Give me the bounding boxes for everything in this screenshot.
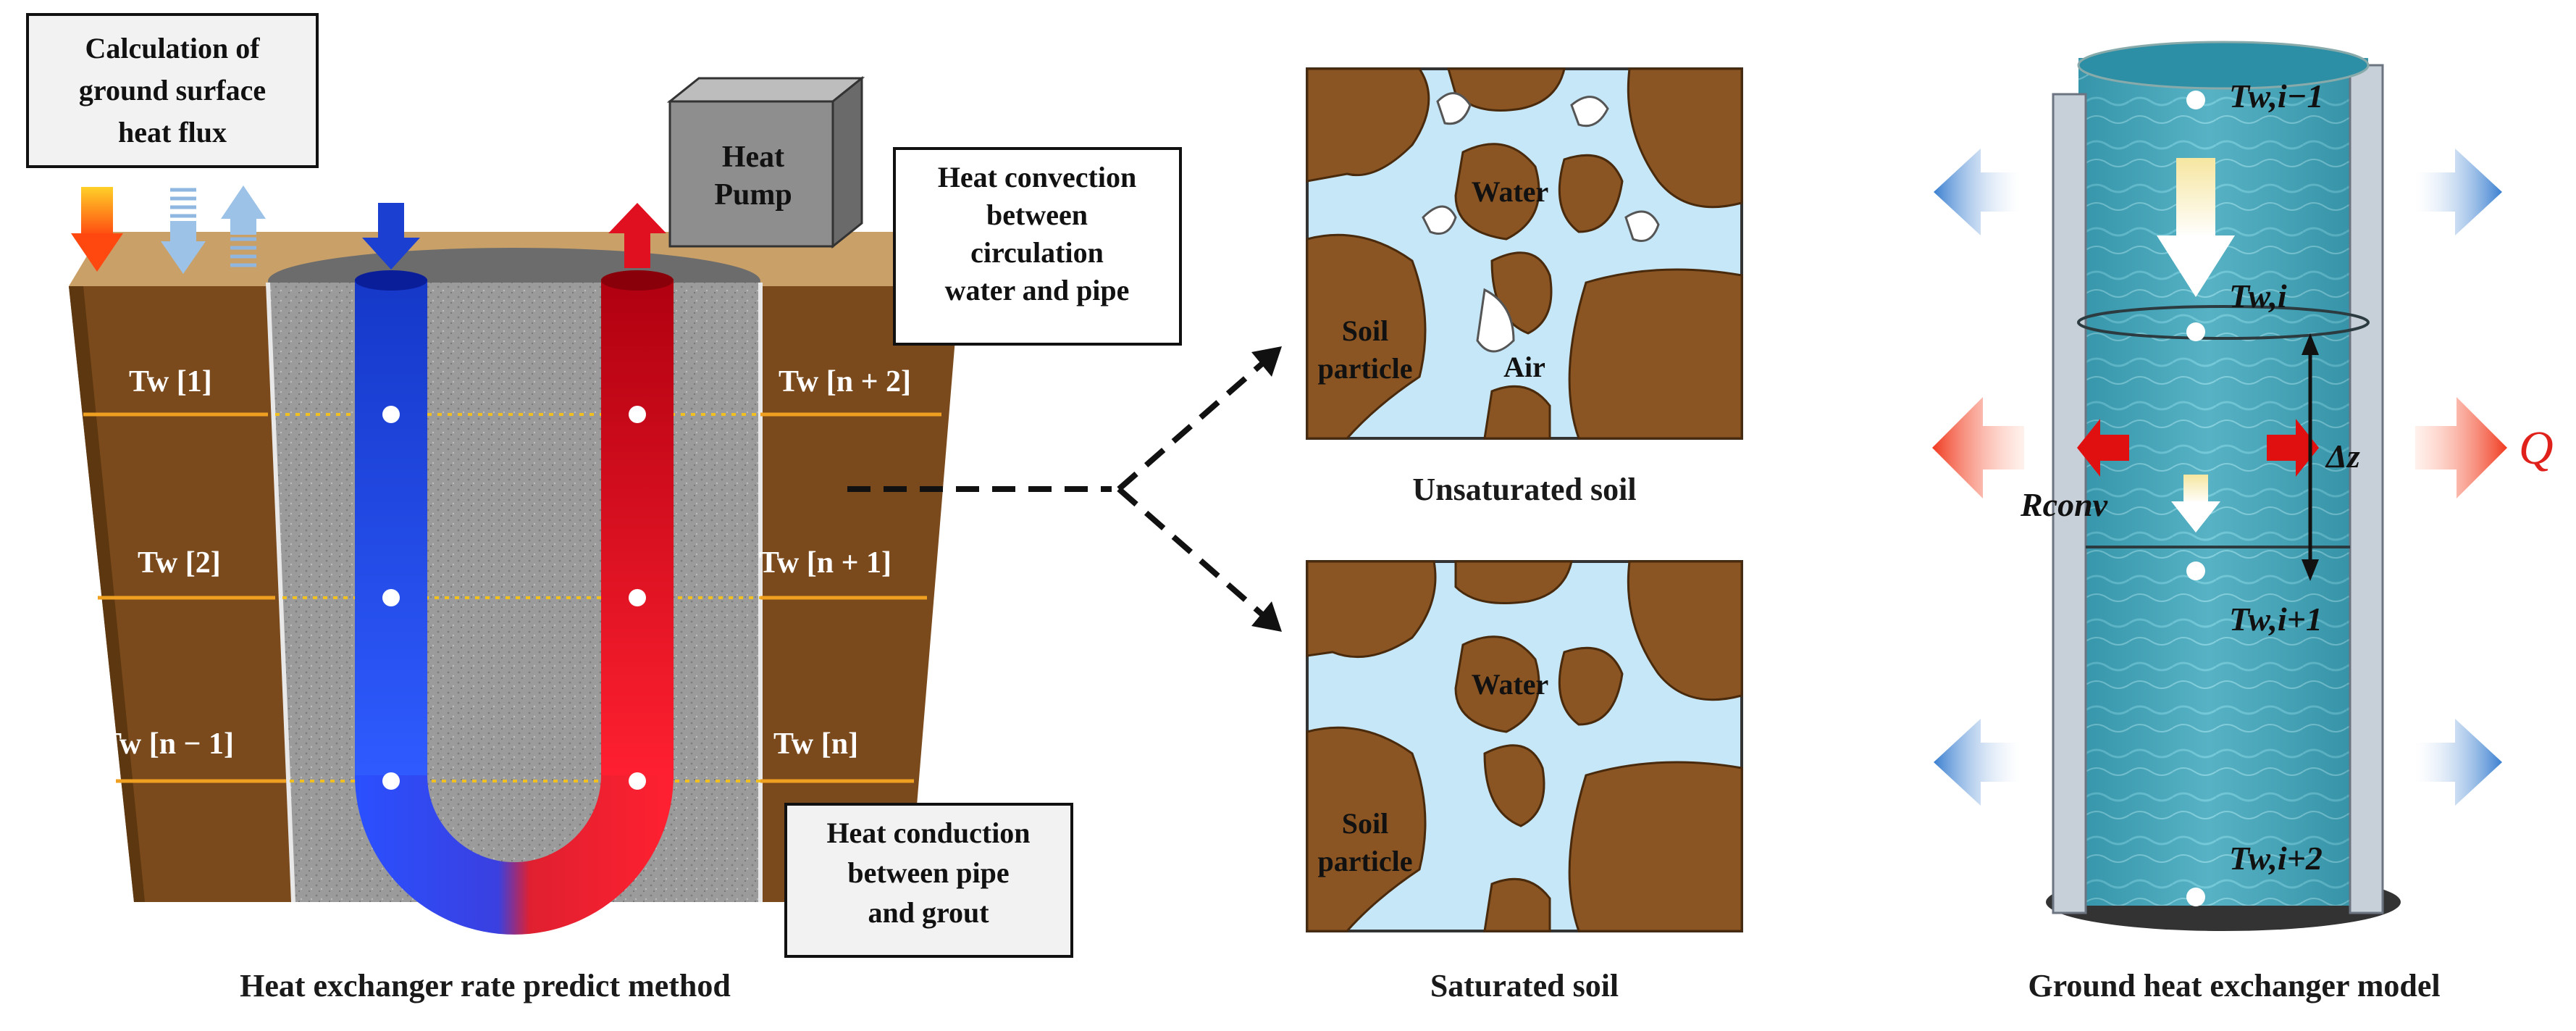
segment-divider xyxy=(2077,305,2370,340)
heat-flux-arrow-icon xyxy=(1932,397,2507,498)
unsat-soil-label-1: Soil xyxy=(1342,314,1388,347)
inflow-arrow-icon xyxy=(362,203,420,270)
conduction-box xyxy=(784,803,1073,958)
left-caption: Heat exchanger rate predict method xyxy=(240,968,731,1003)
convection-box xyxy=(893,147,1182,346)
flow-arrow-small-icon xyxy=(2171,475,2220,533)
unsat-soil-label-2: particle xyxy=(1317,352,1412,385)
node-label-left-2: Tw [2] xyxy=(138,546,221,580)
flux-box-line-3: heat flux xyxy=(118,116,227,149)
heat-exchanger-model-panel: Δz Tw,i−1 Tw,i Tw,i+1 Tw,i+2 Rconv Q Gro… xyxy=(1932,41,2554,1003)
convection-line-4: water and pipe xyxy=(945,274,1130,306)
node-dot xyxy=(629,589,646,606)
node-dot xyxy=(382,589,400,606)
sat-soil-label-2: particle xyxy=(1317,845,1412,877)
node-label-right-2: Tw [n + 1] xyxy=(759,546,891,580)
solar-flux-arrow-icon xyxy=(71,187,123,272)
model-node xyxy=(2186,91,2205,109)
borehole-panel: Heat Pump Calculation of ground surface … xyxy=(26,13,1182,1003)
convection-line-1: Heat convection xyxy=(938,161,1136,193)
downward-flux-arrow-icon xyxy=(161,188,206,274)
node-t-i: Tw,i xyxy=(2229,277,2287,314)
upward-flux-arrow-icon xyxy=(221,185,266,267)
heat-pump: Heat Pump xyxy=(666,75,865,249)
rconv-label: Rconv xyxy=(2020,486,2108,523)
pipe-wall-right xyxy=(2349,64,2384,914)
pipe-up xyxy=(601,279,674,779)
sat-soil-label-1: Soil xyxy=(1342,807,1388,840)
heat-pump-label-1: Heat xyxy=(722,141,784,174)
model-node xyxy=(2186,888,2205,906)
dz-marker xyxy=(2302,333,2319,581)
node-label-right-3: Tw [n] xyxy=(773,727,858,761)
model-node xyxy=(2186,322,2205,341)
dz-label: Δz xyxy=(2325,438,2360,475)
convection-line-3: circulation xyxy=(970,236,1104,269)
node-dot xyxy=(629,772,646,790)
flow-arrow-icon xyxy=(2157,158,2235,297)
conduction-line-1: Heat conduction xyxy=(826,817,1030,849)
node-label-right-1: Tw [n + 2] xyxy=(779,365,911,398)
sat-caption: Saturated soil xyxy=(1430,968,1619,1003)
connector-arrows xyxy=(847,359,1266,619)
convection-line-2: between xyxy=(986,199,1088,231)
right-caption: Ground heat exchanger model xyxy=(2028,968,2440,1003)
grout-column xyxy=(268,283,760,902)
node-t-ip1: Tw,i+1 xyxy=(2229,601,2323,638)
radial-heat-arrows xyxy=(2077,419,2319,477)
layer-lines xyxy=(83,412,941,783)
node-label-left-1: Tw [1] xyxy=(129,365,212,398)
unsat-water-label: Water xyxy=(1472,175,1549,208)
arrowhead-up-icon xyxy=(1251,346,1282,377)
unsat-caption: Unsaturated soil xyxy=(1412,472,1636,507)
pipe-wall-left xyxy=(2052,93,2087,914)
q-label: Q xyxy=(2519,422,2554,475)
model-node xyxy=(2186,562,2205,580)
pipe-u-bend xyxy=(355,775,674,935)
heat-loss-arrow-icon xyxy=(1934,149,2502,806)
outflow-arrow-icon xyxy=(608,203,666,268)
node-t-ip2: Tw,i+2 xyxy=(2229,840,2323,877)
node-dot xyxy=(629,406,646,423)
node-dot xyxy=(382,772,400,790)
cylinder-top xyxy=(2077,41,2370,90)
heat-pump-label-2: Pump xyxy=(714,178,792,212)
pipe-down xyxy=(355,279,427,779)
node-dot xyxy=(382,406,400,423)
conduction-line-3: and grout xyxy=(868,896,989,929)
conduction-line-2: between pipe xyxy=(847,856,1009,889)
flux-box xyxy=(26,13,319,168)
node-label-left-3: Tw [n − 1] xyxy=(101,727,234,761)
unsat-air-label: Air xyxy=(1503,351,1545,383)
arrowhead-down-icon xyxy=(1251,601,1282,632)
sat-water-label: Water xyxy=(1472,668,1549,701)
node-t-im1: Tw,i−1 xyxy=(2229,78,2324,114)
unsaturated-soil-panel: Water Soil particle Air Unsaturated soil xyxy=(1306,67,1743,507)
flux-box-line-1: Calculation of xyxy=(85,32,260,64)
flux-box-line-2: ground surface xyxy=(79,74,266,107)
saturated-soil-panel: Water Soil particle Saturated soil xyxy=(1306,560,1743,1003)
